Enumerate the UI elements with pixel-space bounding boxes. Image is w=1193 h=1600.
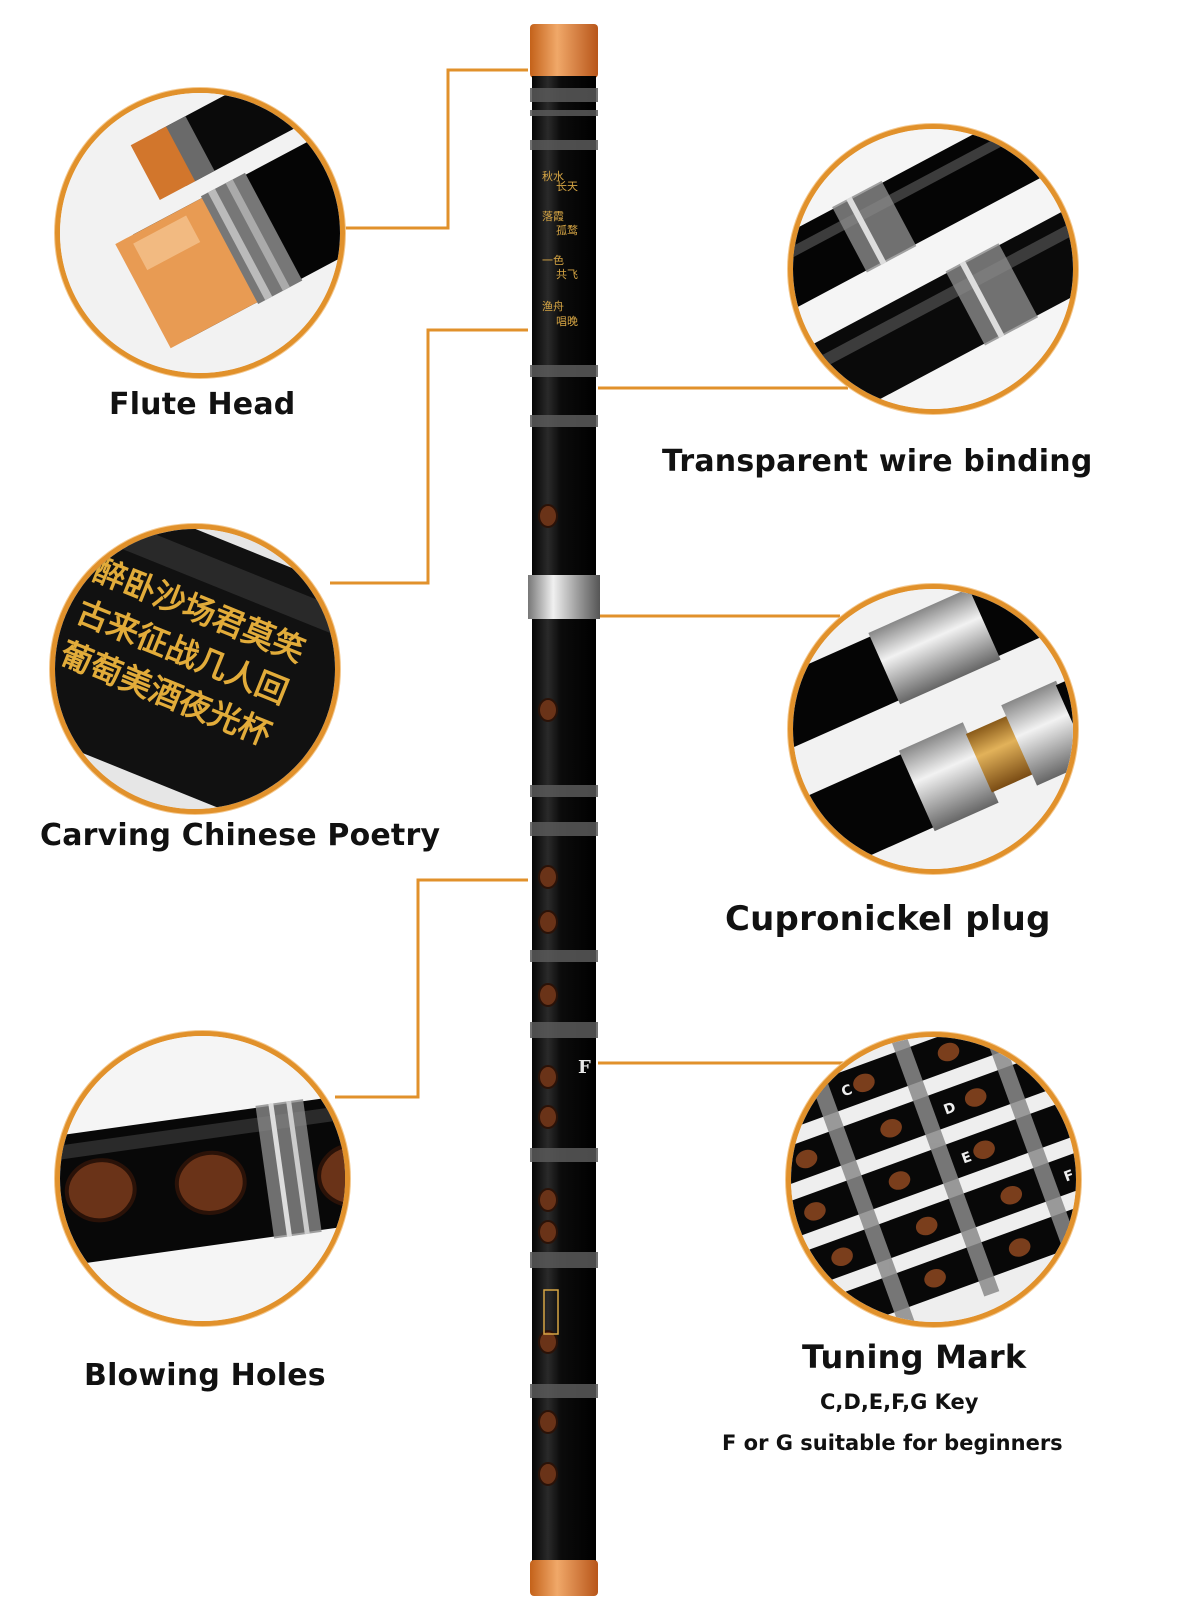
flute-key-mark: F xyxy=(578,1057,591,1078)
tuning-mark-closeup: C D E F G xyxy=(786,1032,1081,1327)
svg-text:共飞: 共飞 xyxy=(556,268,578,281)
poetry-carving-closeup: 醉卧沙场君莫笑 古来征战几人回 葡萄美酒夜光杯 xyxy=(50,524,340,814)
svg-text:一色: 一色 xyxy=(542,253,564,267)
flute-head-closeup xyxy=(55,88,345,378)
tuning-label: Tuning Mark xyxy=(802,1338,1027,1376)
cupronickel-plug-closeup xyxy=(788,584,1078,874)
plug-label: Cupronickel plug xyxy=(725,899,1051,939)
svg-text:长天: 长天 xyxy=(556,180,578,193)
holes-label: Blowing Holes xyxy=(84,1358,326,1393)
tuning-keys-text: C,D,E,F,G Key xyxy=(820,1390,979,1414)
svg-text:F: F xyxy=(1062,1167,1076,1185)
blowing-holes-closeup xyxy=(55,1031,350,1326)
wire-binding-label: Transparent wire binding xyxy=(662,444,1093,479)
svg-text:唱晚: 唱晚 xyxy=(556,315,578,328)
svg-text:秋水: 秋水 xyxy=(542,169,564,183)
wire-binding-closeup xyxy=(788,124,1078,414)
svg-text:孤鹜: 孤鹜 xyxy=(556,223,578,237)
tuning-beginners-text: F or G suitable for beginners xyxy=(722,1431,1063,1455)
svg-text:D: D xyxy=(942,1099,958,1118)
svg-text:渔舟: 渔舟 xyxy=(542,299,564,313)
flute-head-label: Flute Head xyxy=(109,387,296,422)
poetry-label: Carving Chinese Poetry xyxy=(40,818,441,853)
svg-text:落霞: 落霞 xyxy=(542,210,564,223)
